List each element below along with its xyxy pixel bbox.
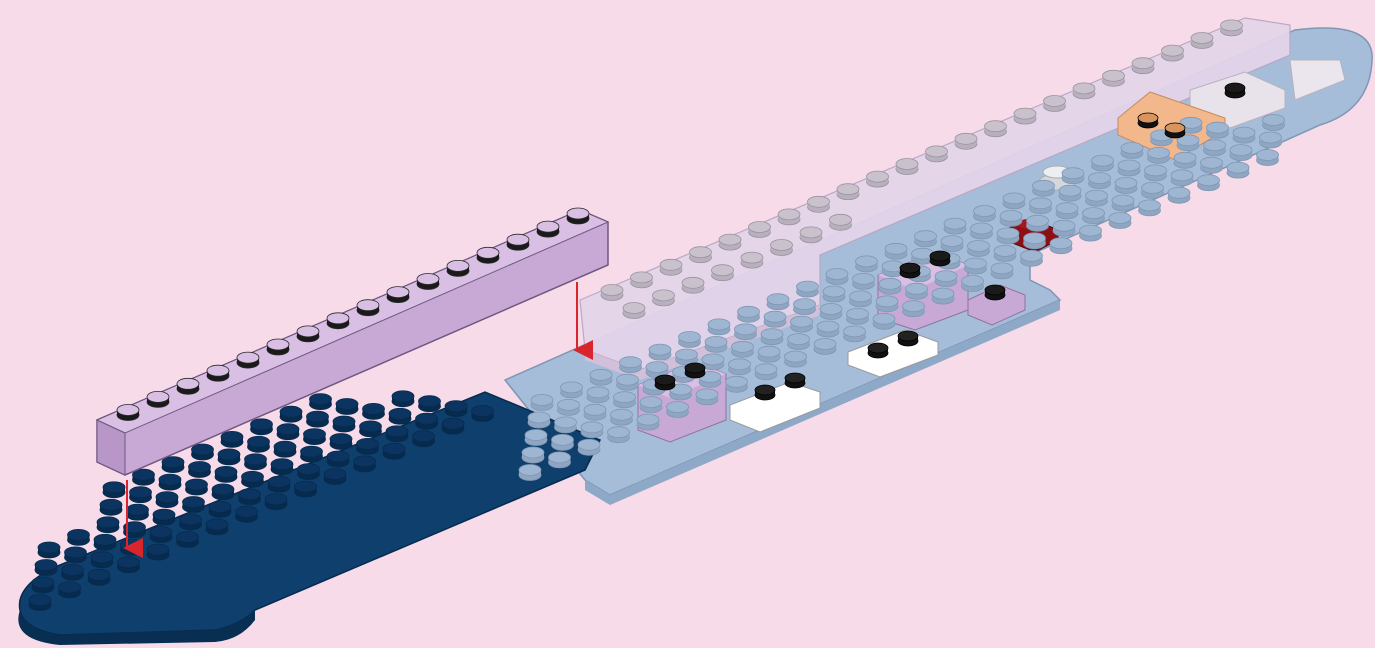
lego-build-illustration xyxy=(0,0,1375,648)
instruction-step-canvas xyxy=(0,0,1375,648)
